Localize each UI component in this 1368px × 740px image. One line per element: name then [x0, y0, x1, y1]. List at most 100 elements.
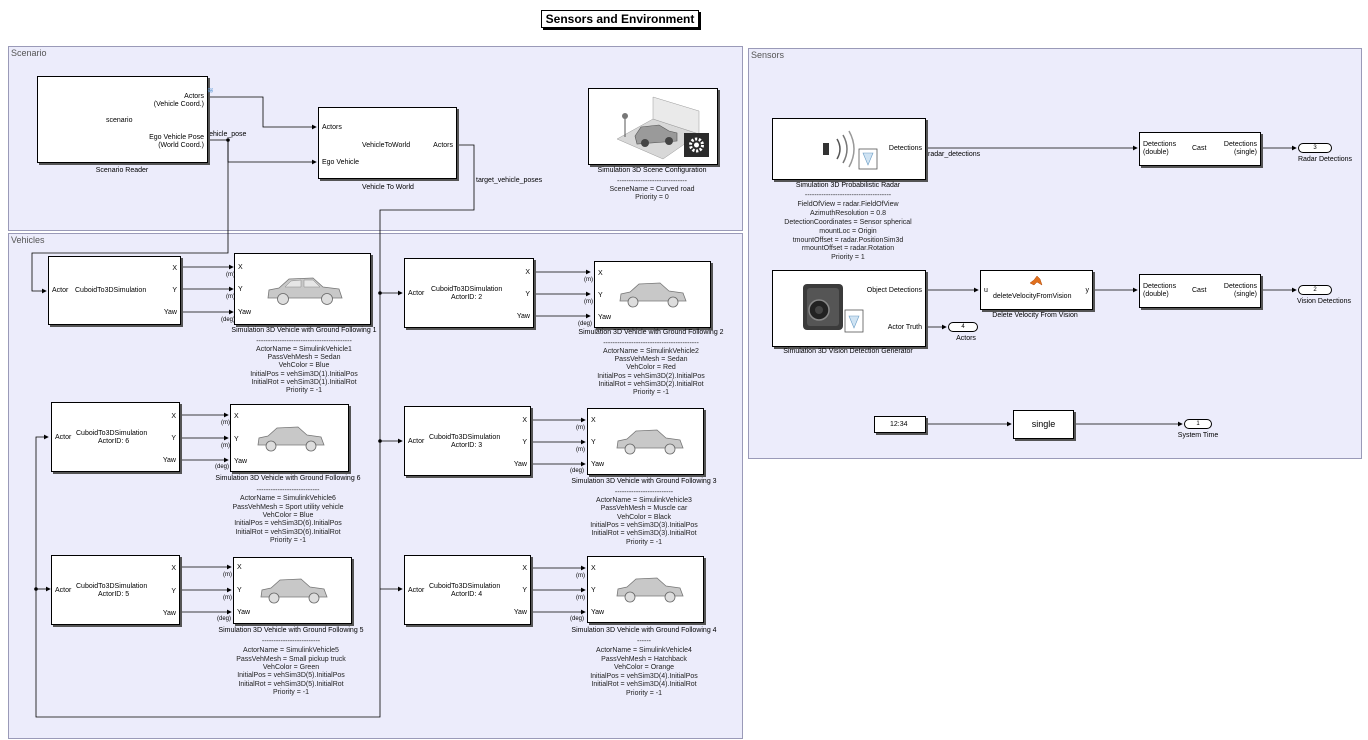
- cuboid-name: CuboidTo3DSimulation: [431, 286, 503, 293]
- veh-port-x: X: [234, 413, 239, 420]
- vehicle-block-2[interactable]: X Y Yaw: [594, 261, 711, 328]
- vehicle-2-p6: Priority = -1: [633, 389, 669, 396]
- vehicle-1-p2: PassVehMesh = Sedan: [267, 354, 341, 361]
- delete-velocity-block[interactable]: u y deleteVelocityFromVision: [980, 270, 1093, 310]
- clock-block[interactable]: 12:34: [874, 416, 926, 433]
- vehicle-block-5[interactable]: X Y Yaw: [233, 557, 352, 624]
- cuboid-out-yaw: Yaw: [162, 610, 176, 617]
- vehicle-3-sep: -------------------------: [614, 489, 674, 496]
- cuboid-in: Actor: [408, 438, 425, 445]
- scene-config-block[interactable]: [588, 88, 718, 165]
- veh6-unit-deg: (deg): [215, 464, 230, 470]
- cuboid-id: ActorID: 4: [451, 591, 483, 598]
- cuboid-id: ActorID: 5: [98, 591, 130, 598]
- veh-port-x: X: [237, 564, 242, 571]
- delete-velocity-in: u: [984, 287, 988, 294]
- scene-config-sep: ------------------------------: [617, 178, 687, 185]
- vehicles-area-label: Vehicles: [11, 235, 45, 245]
- vehicle-4-p3: VehColor = Orange: [613, 664, 675, 671]
- veh6-unit-m: (m): [221, 420, 230, 426]
- wifi-icon: ≋: [207, 86, 214, 95]
- veh-port-y: Y: [238, 286, 243, 293]
- radar-block[interactable]: Detections: [772, 118, 926, 180]
- radar-param-5: rmountOffset = radar.Rotation: [801, 245, 895, 252]
- outport-time[interactable]: 1: [1184, 419, 1212, 429]
- vehicle-3-p3: VehColor = Black: [617, 514, 671, 521]
- outport-actors[interactable]: 4: [948, 322, 978, 332]
- vision-block[interactable]: Object Detections Actor Truth: [772, 270, 926, 347]
- vehicle-block-1[interactable]: X Y Yaw: [234, 253, 371, 325]
- veh-port-y: Y: [591, 439, 596, 446]
- car-icon: [616, 577, 684, 603]
- cuboid-in: Actor: [52, 287, 69, 294]
- cast-block-vision[interactable]: Detections (double) Cast Detections (sin…: [1139, 274, 1261, 308]
- single-block[interactable]: single: [1013, 410, 1074, 439]
- vehicle-2-p1: ActorName = SimulinkVehicle2: [603, 348, 699, 355]
- radar-param-4: tmountOffset = radar.PositionSim3d: [792, 237, 904, 244]
- cast-block-radar[interactable]: Detections (double) Cast Detections (sin…: [1139, 132, 1261, 166]
- vehicle-3-caption: Simulation 3D Vehicle with Ground Follow…: [571, 478, 717, 485]
- vehicle-4-sep: ------: [637, 638, 651, 645]
- scene-config-caption: Simulation 3D Scene Configuration: [597, 167, 707, 174]
- vehicle-block-4[interactable]: X Y Yaw: [587, 556, 704, 623]
- cuboid-block-4[interactable]: Actor CuboidTo3DSimulation ActorID: 4 X …: [404, 555, 531, 625]
- car-icon: [257, 426, 325, 452]
- vehicle-4-p1: ActorName = SimulinkVehicle4: [596, 647, 692, 654]
- cuboid-out-yaw: Yaw: [513, 461, 527, 468]
- radar-param-2: DetectionCoordinates = Sensor spherical: [784, 219, 912, 226]
- vehicle-3-p4: InitialPos = vehSim3D(3).InitialPos: [590, 522, 698, 529]
- vehicle-6-sep: ---------------------------: [256, 487, 320, 494]
- cuboid-in: Actor: [408, 290, 425, 297]
- cuboid-name: CuboidTo3DSimulation: [76, 430, 148, 437]
- cast-center: Cast: [1192, 287, 1207, 294]
- scenario-reader-out1: Actors: [184, 93, 204, 100]
- vehicle-5-p2: PassVehMesh = Small pickup truck: [236, 656, 346, 663]
- vehicle-5-p4: InitialPos = vehSim3D(5).InitialPos: [237, 672, 345, 679]
- cast-in1: Detections: [1143, 283, 1177, 290]
- veh3-unit-m2: (m): [576, 447, 585, 453]
- cuboid-block-5[interactable]: Actor CuboidTo3DSimulation ActorID: 5 X …: [51, 555, 180, 625]
- cuboid-block-6[interactable]: Actor CuboidTo3DSimulation ActorID: 6 X …: [51, 402, 180, 472]
- scene-config-p1: SceneName = Curved road: [609, 186, 695, 193]
- vehicle-4-caption: Simulation 3D Vehicle with Ground Follow…: [571, 627, 717, 634]
- veh-port-x: X: [591, 565, 596, 572]
- vehicle-block-6[interactable]: X Y Yaw: [230, 404, 349, 472]
- cast-center: Cast: [1192, 145, 1207, 152]
- cuboid-out-yaw: Yaw: [513, 609, 527, 616]
- scenario-reader-block[interactable]: scenario Actors (Vehicle Coord.) Ego Veh…: [37, 76, 208, 163]
- vehicle-block-3[interactable]: X Y Yaw: [587, 408, 704, 475]
- cuboid-block-1[interactable]: Actor CuboidTo3DSimulation X Y Yaw: [48, 256, 181, 325]
- cuboid-out-y: Y: [171, 588, 176, 595]
- scenario-area-label: Scenario: [11, 48, 47, 58]
- delete-velocity-center: deleteVelocityFromVision: [993, 293, 1072, 300]
- outport-radar[interactable]: 3: [1298, 143, 1332, 153]
- cuboid-out-yaw: Yaw: [516, 313, 530, 320]
- veh-port-yaw: Yaw: [237, 609, 251, 616]
- vehicle-1-caption: Simulation 3D Vehicle with Ground Follow…: [231, 327, 377, 334]
- radar-detections-signal-label: radar_detections: [928, 151, 981, 158]
- radar-param-6: Priority = 1: [831, 254, 865, 261]
- cuboid-name: CuboidTo3DSimulation: [75, 287, 147, 294]
- vehicle-5-caption: Simulation 3D Vehicle with Ground Follow…: [218, 627, 364, 634]
- veh2-unit-m2: (m): [584, 299, 593, 305]
- cuboid-name: CuboidTo3DSimulation: [76, 583, 148, 590]
- cuboid-out-x: X: [522, 565, 527, 572]
- cuboid-in: Actor: [55, 434, 72, 441]
- veh6-unit-m2: (m): [221, 443, 230, 449]
- vehicle-6-p6: Priority = -1: [270, 537, 306, 544]
- cuboid-block-2[interactable]: Actor CuboidTo3DSimulation ActorID: 2 X …: [404, 258, 534, 328]
- veh-port-x: X: [591, 417, 596, 424]
- radar-caption: Simulation 3D Probabilistic Radar: [795, 182, 901, 189]
- scenario-reader-out1b: (Vehicle Coord.): [153, 101, 204, 108]
- outport-vision[interactable]: 2: [1298, 285, 1332, 295]
- cuboid-block-3[interactable]: Actor CuboidTo3DSimulation ActorID: 3 X …: [404, 406, 531, 476]
- scenario-reader-center-text: scenario: [106, 117, 133, 124]
- veh-port-y: Y: [598, 292, 603, 299]
- vehicle-to-world-block[interactable]: Actors Ego Vehicle VehicleToWorld Actors: [318, 107, 457, 179]
- outport-vision-label: Vision Detections: [1297, 298, 1351, 305]
- cuboid-id: ActorID: 6: [98, 438, 130, 445]
- car-icon: [616, 429, 684, 455]
- vehicle-2-p2: PassVehMesh = Sedan: [614, 356, 688, 363]
- cuboid-in: Actor: [408, 587, 425, 594]
